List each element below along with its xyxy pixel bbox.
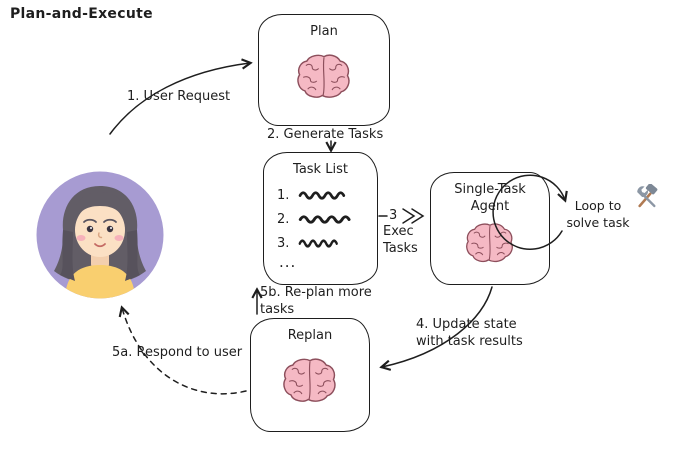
loop-label: Loop to solve task [566,198,630,230]
replan-node: Replan [250,318,370,432]
avatar-face [75,203,125,257]
replan-node-label: Replan [287,328,333,343]
arrow-exec-chevron [411,208,425,224]
diagram-title: Plan-and-Execute [10,6,153,22]
user-avatar [36,171,164,299]
task-list-node: Task List 1. 2. 3. ... [263,152,378,285]
squiggle-task-line [298,190,350,201]
avatar-shirt [65,265,135,299]
brain-icon [464,222,516,264]
tools-icon [634,184,660,210]
avatar-bangs [72,192,128,228]
brain-icon [295,53,353,100]
edge-label-replan-more: 5b. Re-plan more tasks [260,285,372,317]
task-list-item: 1. [277,188,350,203]
task-list-node-label: Task List [293,162,348,177]
arrow-exec-chevron [402,208,416,224]
edge-label-update-state: 4. Update state with task results [416,317,523,349]
task-item-number: 1. [277,187,290,203]
single-task-agent-node: Single-Task Agent [430,172,550,285]
task-item-number: 3. [277,235,290,251]
task-list-item: 2. [277,212,356,227]
brain-icon [281,357,339,404]
plan-node: Plan [258,14,390,126]
plan-node-label: Plan [310,24,338,39]
task-item-number: 2. [277,211,290,227]
edge-label-user-request: 1. User Request [127,89,231,104]
squiggle-task-line [298,238,342,249]
edge-label-respond-to-user: 5a. Respond to user [112,345,243,360]
task-list-ellipsis: ... [279,252,297,271]
task-list-item: 3. [277,236,342,251]
squiggle-task-line [298,214,356,225]
edge-label-exec-tasks: Exec Tasks [383,224,418,256]
edge-label-generate-tasks: 2. Generate Tasks [267,127,384,142]
single-task-agent-label: Single-Task Agent [454,182,526,214]
edge-label-exec-number: 3 [389,208,398,223]
